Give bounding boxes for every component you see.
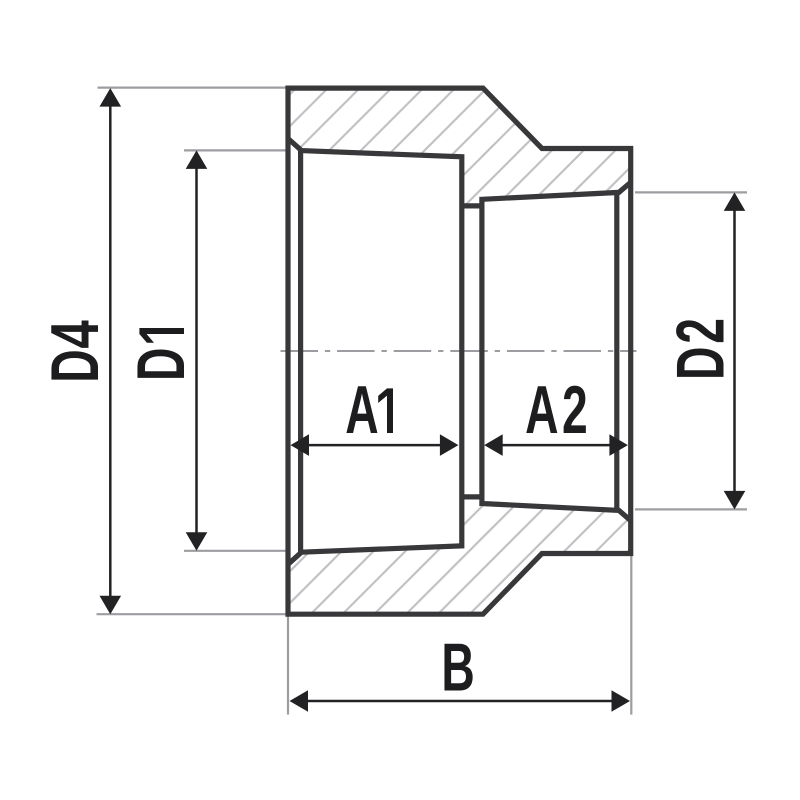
svg-text:A: A	[345, 372, 378, 448]
svg-text:2: 2	[663, 318, 739, 344]
svg-text:B: B	[441, 630, 474, 706]
svg-text:2: 2	[562, 372, 588, 448]
svg-text:A: A	[525, 372, 558, 448]
svg-text:4: 4	[37, 320, 113, 349]
svg-text:D: D	[123, 348, 199, 381]
svg-text:D: D	[663, 347, 739, 380]
svg-text:D: D	[37, 349, 113, 382]
